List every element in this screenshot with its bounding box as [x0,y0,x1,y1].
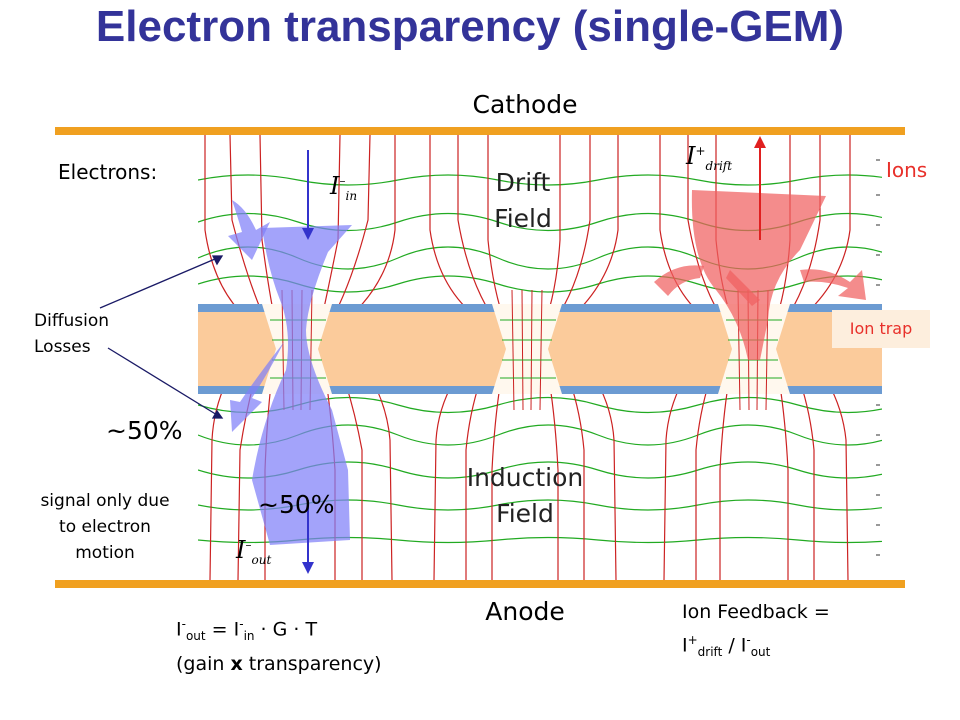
gem-hole-2 [492,304,562,394]
right-edge-ticks [876,159,880,556]
induction-field-line1: Induction [466,463,584,492]
induction-field-line2: Field [496,499,554,528]
feedback-line2: I+drift / I-out [682,633,771,660]
signal-line1: signal only due [40,491,170,511]
slide-title: Electron transparency (single-GEM) [95,2,845,51]
ion-trap-label: Ion trap [832,310,930,348]
diffusion-losses-label: Diffusion Losses [34,308,109,360]
signal-note: signal only due to electron motion [20,488,190,566]
ions-label: Ions [886,158,928,182]
electron-flow [228,200,352,545]
drift-field-label: Drift Field [468,165,578,237]
percent-loss-label: ~50% [106,416,183,445]
i-out-current-label: I–out [236,536,272,567]
signal-line3: motion [75,543,135,563]
cathode-label: Cathode [472,90,578,119]
ion-feedback-formula: Ion Feedback = I+drift / I-out [682,598,830,666]
diffusion-pointers [99,255,224,419]
drift-field-line1: Drift [495,168,551,197]
diffusion-line1: Diffusion [34,311,110,331]
anode-label: Anode [485,597,565,626]
percent-transmitted-label: ~50% [258,490,335,519]
electrons-label: Electrons: [58,160,158,184]
ion-flow [654,190,866,360]
i-in-arrow [302,150,314,240]
i-in-current-label: I–in [330,172,358,203]
i-drift-current-label: I+drift [686,142,733,173]
signal-line2: to electron [59,517,151,537]
feedback-line1: Ion Feedback = [682,601,830,623]
anode-electrode [55,580,905,588]
induction-field-label: Induction Field [440,460,610,532]
formula-out-line1: I-out = I-in · G · T [176,617,318,644]
drift-field-line2: Field [494,204,552,233]
i-out-arrow [302,500,314,574]
formula-out-line2: (gain x transparency) [176,653,382,676]
cathode-electrode [55,127,905,135]
transparency-formula: I-out = I-in · G · T (gain x transparenc… [176,610,382,678]
diffusion-line2: Losses [34,337,91,357]
i-drift-arrow [754,136,766,240]
